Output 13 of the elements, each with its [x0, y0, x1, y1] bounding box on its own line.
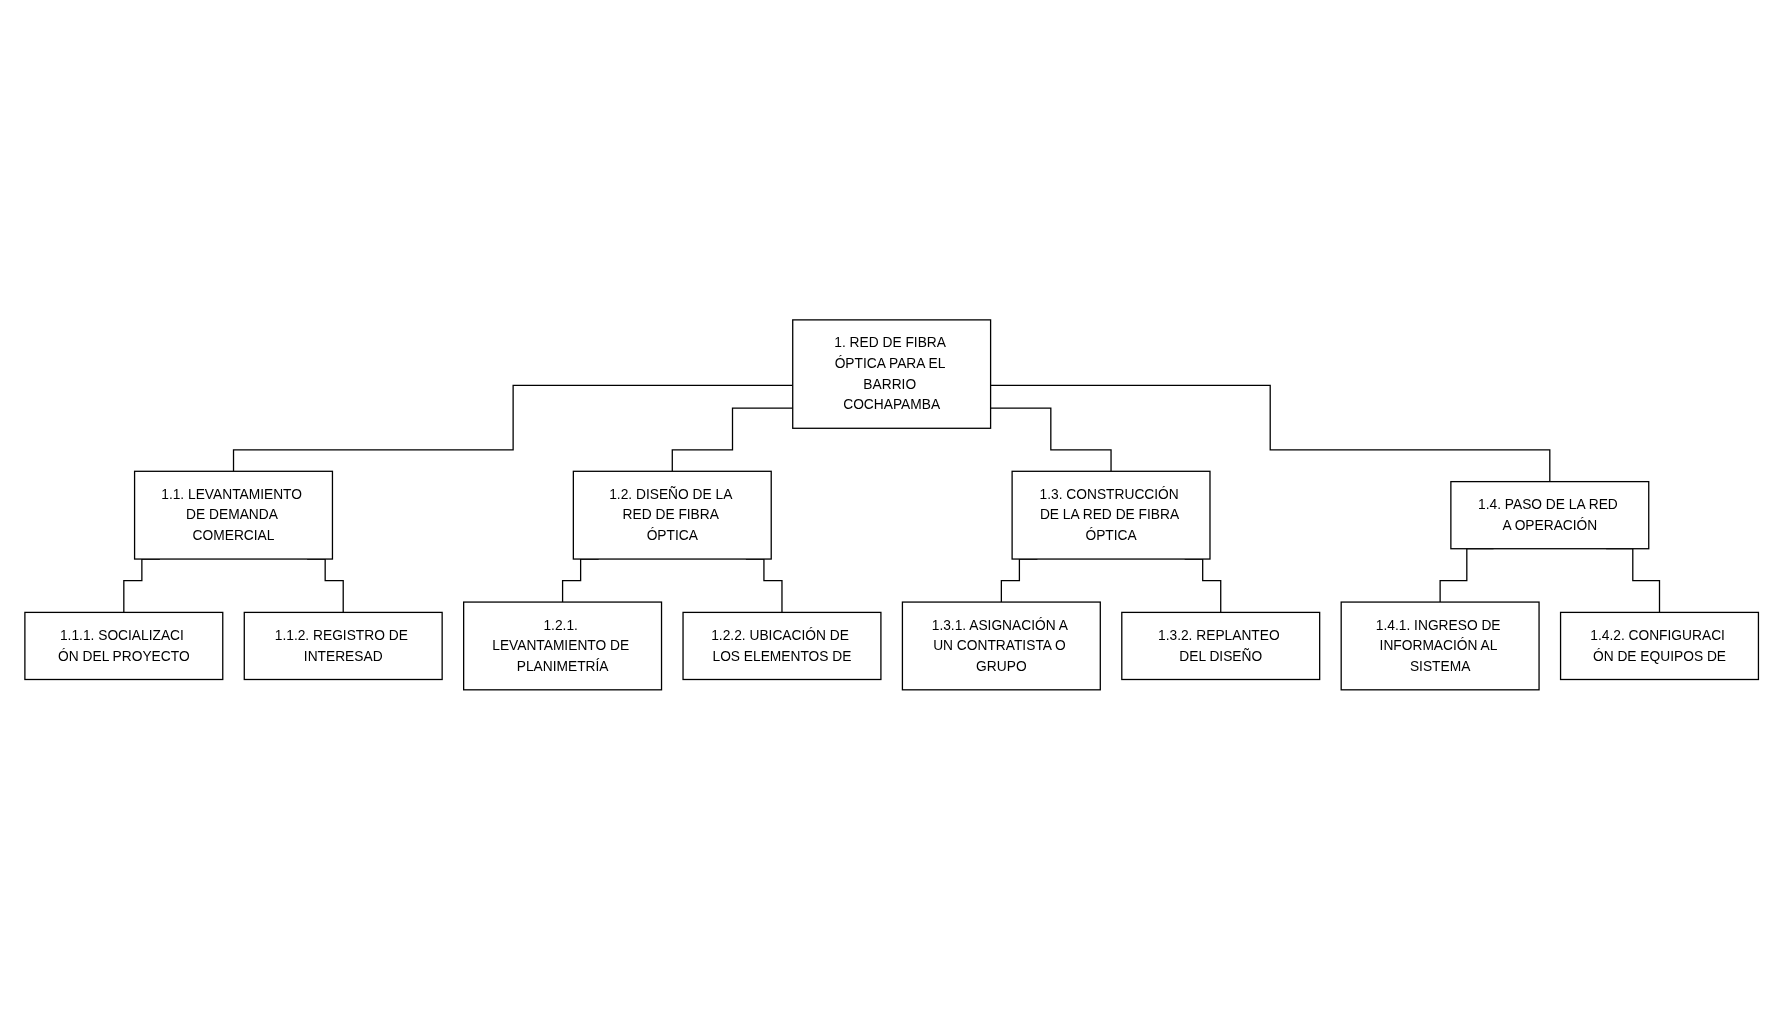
node-box: 1.4.2. CONFIGURACI ÓN DE EQUIPOS DE	[1559, 611, 1759, 680]
node-box: 1. RED DE FIBRA ÓPTICA PARA EL BARRIO COCHAPAMBA	[791, 318, 992, 429]
node-box: 1.1. LEVANTAMIENTO DE DEMANDA COMERCIAL	[133, 470, 333, 560]
node-box: 1.2.2. UBICACIÓN DE LOS ELEMENTOS DE	[682, 611, 882, 680]
node-box: 1.4. PASO DE LA RED A OPERACIÓN	[1450, 480, 1650, 549]
node-box: 1.4.1. INGRESO DE INFORMACIÓN AL SISTEMA	[1340, 601, 1540, 691]
node-box: 1.3.2. REPLANTEO DEL DISEÑO	[1121, 611, 1321, 680]
node-box: 1.3.1. ASIGNACIÓN A UN CONTRATISTA O GRUPO	[901, 601, 1101, 691]
node-box: 1.2.1. LEVANTAMIENTO DE PLANIMETRÍA	[462, 601, 662, 691]
node-box: 1.1.2. REGISTRO DE INTERESAD	[243, 611, 443, 680]
node-box: 1.2. DISEÑO DE LA RED DE FIBRA ÓPTICA	[572, 470, 772, 560]
node-box: 1.3. CONSTRUCCIÓN DE LA RED DE FIBRA ÓPTICA	[1011, 470, 1211, 560]
node-box: 1.1.1. SOCIALIZACI ÓN DEL PROYECTO	[24, 611, 224, 680]
